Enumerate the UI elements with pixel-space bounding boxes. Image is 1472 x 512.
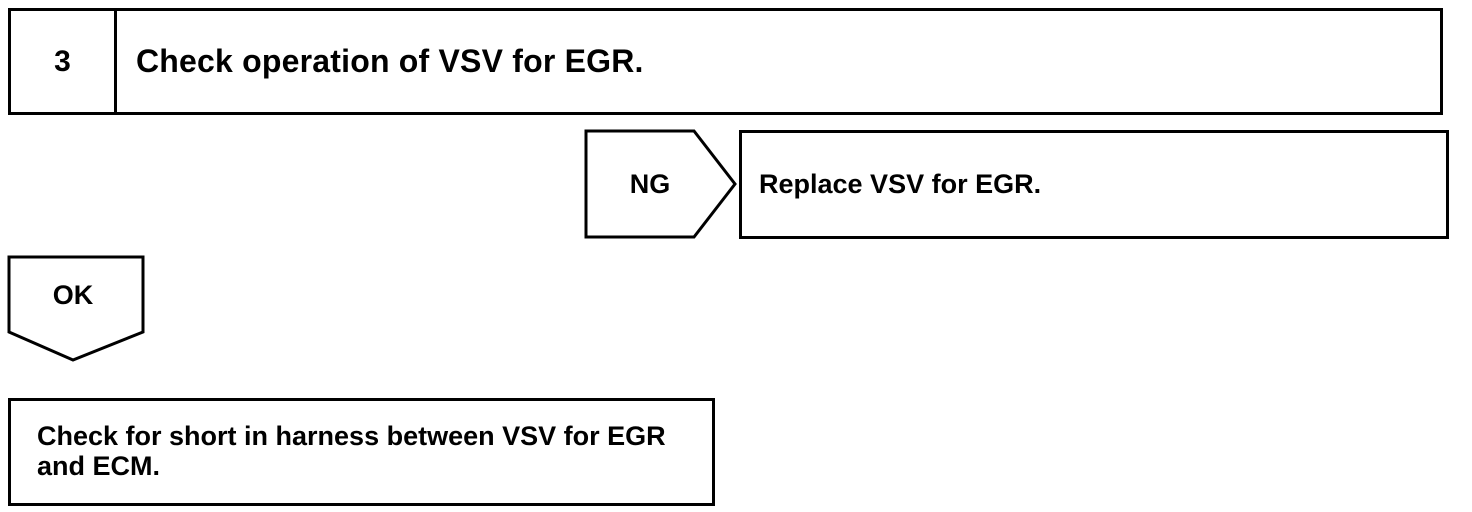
- ok-action-text: Check for short in harness between VSV f…: [37, 421, 666, 481]
- ng-action-box: Replace VSV for EGR.: [739, 130, 1449, 239]
- step-header-box: 3 Check operation of VSV for EGR.: [8, 8, 1443, 115]
- step-title: Check operation of VSV for EGR.: [136, 43, 644, 79]
- ng-arrow-shape: [584, 129, 737, 239]
- ng-action-text: Replace VSV for EGR.: [759, 169, 1042, 199]
- ok-action-box: Check for short in harness between VSV f…: [8, 398, 715, 506]
- ng-label: NG: [629, 168, 671, 199]
- ok-label: OK: [52, 279, 94, 310]
- step-number: 3: [11, 11, 117, 112]
- ok-arrow-shape: [7, 255, 145, 362]
